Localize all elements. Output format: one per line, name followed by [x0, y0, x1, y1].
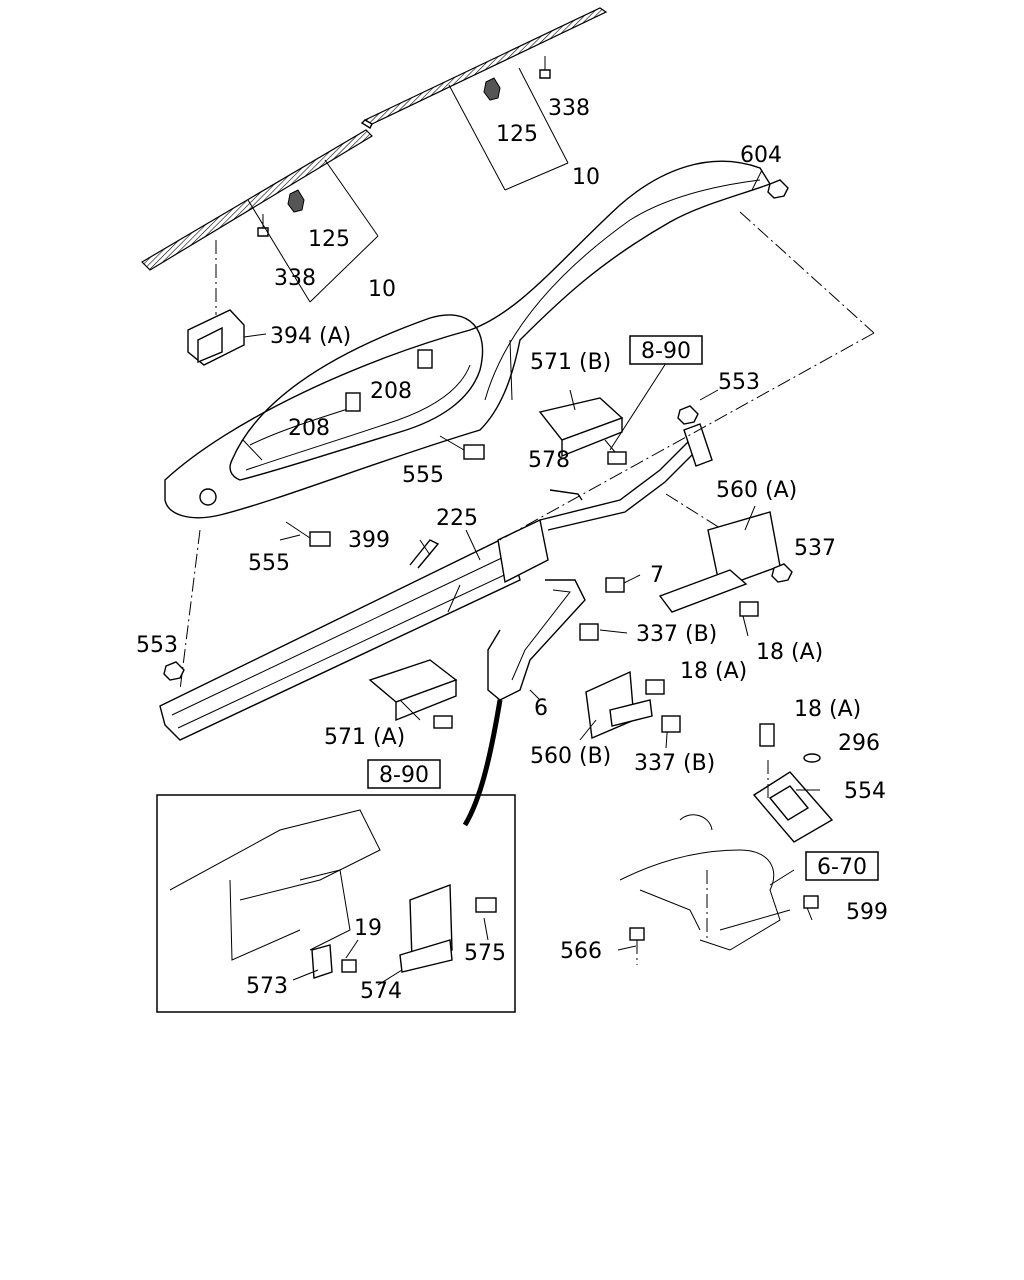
bracket-394a — [187, 240, 245, 366]
fasteners — [163, 179, 821, 973]
label-554: 554 — [844, 779, 886, 804]
label-296: 296 — [838, 731, 880, 756]
clip-566 — [629, 927, 645, 965]
leader-lines — [243, 169, 820, 986]
label-18a-right: 18 (A) — [756, 640, 823, 665]
bolt-571a — [433, 715, 453, 729]
label-125-left: 125 — [308, 227, 350, 252]
bolt-18a-mid — [645, 679, 665, 695]
bolt-555-left — [285, 521, 331, 547]
clip-578 — [549, 489, 583, 501]
label-10-left: 10 — [368, 277, 396, 302]
label-394a: 394 (A) — [270, 324, 351, 349]
bolt-18a-low — [759, 723, 775, 747]
bolt-571b — [607, 451, 627, 465]
label-553-right: 553 — [718, 370, 760, 395]
nut-337b-low — [661, 715, 681, 733]
label-571a: 571 (A) — [324, 725, 405, 750]
label-573: 573 — [246, 974, 288, 999]
label-6: 6 — [534, 696, 548, 721]
floor-tunnel — [619, 814, 791, 951]
nut-337b-top — [579, 623, 599, 641]
label-19: 19 — [354, 916, 382, 941]
label-560a: 560 (A) — [716, 478, 797, 503]
clip-599 — [803, 895, 819, 909]
nut-537 — [771, 563, 793, 583]
instrument-panel-pad — [164, 160, 772, 519]
defroster-grille-right — [360, 7, 608, 191]
label-18a-mid: 18 (A) — [680, 659, 747, 684]
label-571b: 571 (B) — [530, 350, 611, 375]
bolt-555-mid — [439, 435, 485, 460]
screw-338-top — [539, 56, 551, 79]
label-566: 566 — [560, 939, 602, 964]
cross-member — [159, 423, 713, 741]
bolt-575 — [475, 897, 497, 913]
nut-553-left — [163, 661, 185, 681]
label-560b: 560 (B) — [530, 744, 611, 769]
clip-399 — [409, 539, 440, 569]
label-208-b: 208 — [288, 416, 330, 441]
label-125-top: 125 — [496, 122, 538, 147]
bolt-19 — [341, 959, 357, 973]
bolt-7 — [605, 577, 625, 593]
stay-6 — [487, 579, 586, 701]
label-553-left: 553 — [136, 633, 178, 658]
label-337b-top: 337 (B) — [636, 622, 717, 647]
label-537: 537 — [794, 536, 836, 561]
label-338-top: 338 — [548, 96, 590, 121]
ref-8-90-bottom: 8-90 — [379, 763, 429, 788]
label-225: 225 — [436, 506, 478, 531]
ref-6-70: 6-70 — [817, 855, 867, 880]
ref-8-90-top: 8-90 — [641, 339, 691, 364]
label-575: 575 — [464, 941, 506, 966]
ref-box-6-70: 6-70 — [805, 851, 879, 881]
label-555-mid: 555 — [402, 463, 444, 488]
bracket-560b — [585, 670, 653, 740]
screw-338-left — [257, 214, 269, 237]
ref-box-8-90-top: 8-90 — [629, 335, 703, 365]
defroster-grille-left — [141, 129, 379, 303]
bracket-571a — [368, 659, 458, 722]
part-labels: 338 125 10 604 125 338 10 394 (A) 571 (B… — [136, 96, 888, 1004]
nut-553-right — [677, 405, 699, 425]
label-7: 7 — [650, 563, 664, 588]
label-574: 574 — [360, 979, 402, 1004]
bolt-18a-right — [739, 601, 759, 617]
reference-lines — [179, 211, 875, 940]
bracket-560a — [658, 511, 781, 613]
label-555-left: 555 — [248, 551, 290, 576]
label-338-left: 338 — [274, 266, 316, 291]
clip-296 — [803, 753, 821, 763]
label-337b-low: 337 (B) — [634, 751, 715, 776]
nut-604 — [767, 179, 789, 199]
label-18a-low: 18 (A) — [794, 697, 861, 722]
inset-frame — [156, 699, 516, 1013]
label-599: 599 — [846, 900, 888, 925]
label-604: 604 — [740, 143, 782, 168]
label-578: 578 — [528, 448, 570, 473]
ref-box-8-90-bottom: 8-90 — [367, 759, 441, 789]
bracket-571b — [538, 397, 624, 459]
label-208-a: 208 — [370, 379, 412, 404]
label-10-top: 10 — [572, 165, 600, 190]
label-399: 399 — [348, 528, 390, 553]
bracket-554 — [752, 771, 834, 843]
